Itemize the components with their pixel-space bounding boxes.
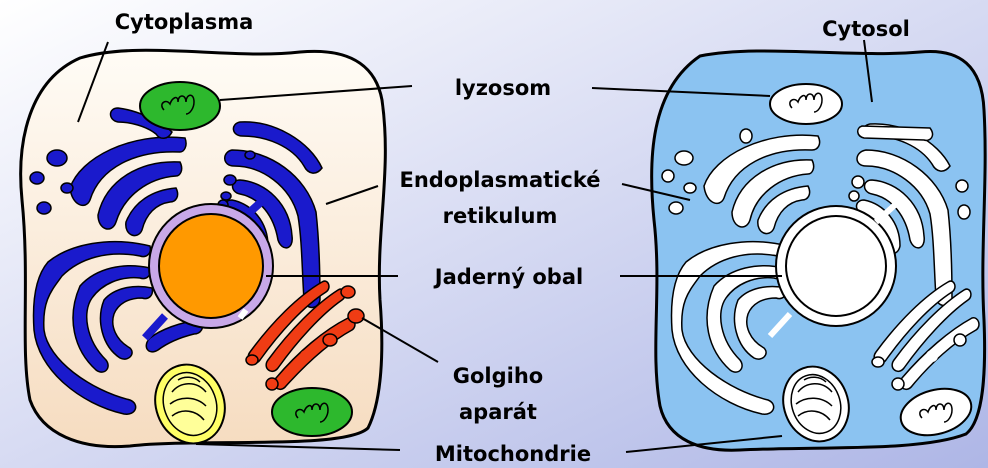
label-mitochondrie: Mitochondrie bbox=[435, 442, 591, 466]
lysosome bbox=[272, 388, 352, 436]
er-vesicle bbox=[245, 151, 255, 159]
left-lysosome-bottom bbox=[272, 388, 352, 436]
golgi-vesicle bbox=[266, 378, 278, 390]
golgi-vesicle bbox=[892, 378, 904, 390]
er-vesicle bbox=[852, 176, 864, 188]
er-cistern bbox=[858, 126, 933, 140]
golgi-vesicle bbox=[300, 350, 312, 362]
er-vesicle bbox=[669, 202, 683, 214]
er-vesicle bbox=[956, 180, 968, 192]
label-golgi-line2: aparát bbox=[459, 400, 537, 424]
golgi-vesicle bbox=[341, 286, 355, 298]
left-cell bbox=[21, 50, 386, 453]
label-cytoplasma: Cytoplasma bbox=[115, 10, 254, 34]
er-vesicle bbox=[61, 183, 73, 193]
er-vesicle bbox=[662, 170, 674, 182]
label-cytosol: Cytosol bbox=[822, 17, 910, 41]
nucleus bbox=[786, 216, 886, 316]
er-vesicle bbox=[849, 191, 859, 201]
golgi-vesicle bbox=[323, 334, 337, 346]
golgi-vesicle bbox=[954, 334, 966, 346]
er-vesicle bbox=[30, 172, 44, 184]
er-vesicle bbox=[224, 175, 236, 185]
golgi-vesicle bbox=[246, 355, 258, 365]
er-vesicle bbox=[37, 202, 51, 214]
nucleus bbox=[159, 214, 263, 318]
right-cell bbox=[652, 51, 986, 451]
lysosome bbox=[140, 82, 220, 130]
er-vesicle bbox=[684, 183, 696, 193]
er-vesicle bbox=[221, 192, 231, 200]
er-vesicle bbox=[958, 205, 970, 219]
left-lysosome-top bbox=[140, 82, 220, 130]
er-vesicle bbox=[740, 129, 752, 143]
golgi-vesicle bbox=[348, 309, 364, 323]
label-golgi-line1: Golgiho bbox=[453, 364, 543, 388]
label-er-line2: retikulum bbox=[443, 204, 558, 228]
label-er-line1: Endoplasmatické bbox=[399, 168, 600, 192]
label-jaderny-obal: Jaderný obal bbox=[433, 265, 583, 289]
er-vesicle bbox=[675, 151, 693, 165]
lysosome bbox=[770, 84, 842, 124]
golgi-vesicle bbox=[926, 350, 938, 362]
right-lysosome-top bbox=[770, 84, 842, 124]
label-lyzosom: lyzosom bbox=[455, 76, 551, 100]
golgi-vesicle bbox=[872, 357, 884, 367]
er-vesicle bbox=[47, 150, 67, 166]
